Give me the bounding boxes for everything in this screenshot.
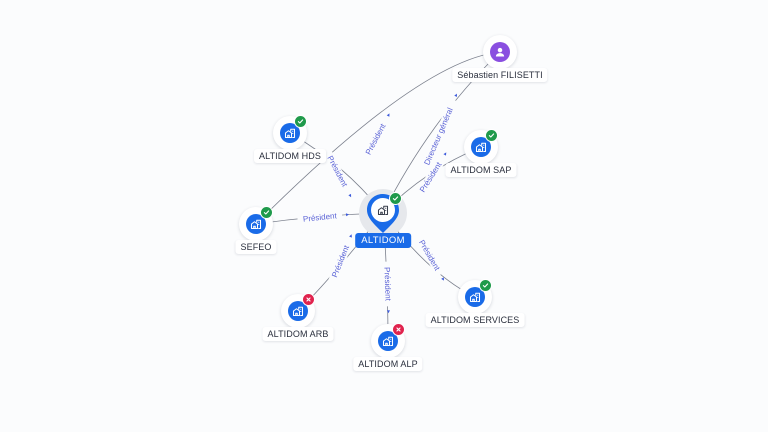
edge-label-group: Président <box>414 233 445 281</box>
person-node-filisetti[interactable]: Sébastien FILISETTI <box>452 35 548 82</box>
building-icon <box>465 287 485 307</box>
company-node-arb[interactable]: ALTIDOM ARB <box>262 293 334 341</box>
edge-label-group: Président <box>382 261 393 314</box>
edge-label-background <box>328 239 354 284</box>
edge-label: Président <box>303 211 338 224</box>
edge-label-background <box>322 149 352 194</box>
edge-direction-arrow-icon <box>454 93 458 97</box>
active-status-check-icon <box>260 206 273 219</box>
center-node-label[interactable]: ALTIDOM <box>355 233 411 248</box>
edge-direction-arrow-icon <box>349 234 352 238</box>
active-status-check-icon <box>389 192 402 205</box>
edge-label-background <box>361 117 391 162</box>
active-status-check-icon <box>294 115 307 128</box>
edge-label-background <box>414 233 445 277</box>
edge-label: Président <box>330 243 351 278</box>
edge-label-background <box>415 155 447 199</box>
edge-filisetti-sefeo <box>255 51 501 225</box>
edge-label: Président <box>325 154 349 189</box>
edge-label: Président <box>364 122 388 157</box>
node-label[interactable]: ALTIDOM ALP <box>353 357 423 371</box>
edge-label: Président <box>382 267 392 302</box>
edge-label-background <box>297 210 343 225</box>
node-label[interactable]: SEFEO <box>235 240 277 254</box>
node-label[interactable]: ALTIDOM ARB <box>262 327 334 341</box>
company-node-alp[interactable]: ALTIDOM ALP <box>353 323 423 371</box>
active-status-check-icon <box>479 279 492 292</box>
edge-label-background <box>382 261 393 307</box>
edge-label-group: Président <box>297 210 350 225</box>
node-label[interactable]: ALTIDOM SAP <box>445 163 517 177</box>
closed-status-cross-icon <box>392 323 405 336</box>
building-icon <box>378 331 398 351</box>
building-icon <box>246 214 266 234</box>
company-node-sap[interactable]: ALTIDOM SAP <box>445 129 517 177</box>
company-node-sefeo[interactable]: SEFEO <box>235 206 277 254</box>
edge-direction-arrow-icon <box>441 277 444 281</box>
active-status-check-icon <box>485 129 498 142</box>
company-node-services[interactable]: ALTIDOM SERVICES <box>425 279 525 327</box>
building-icon <box>375 202 391 218</box>
edge-label: Président <box>417 238 442 272</box>
person-icon <box>490 42 510 62</box>
building-icon <box>471 137 491 157</box>
edge-direction-arrow-icon <box>443 152 447 156</box>
edge-label-group: Président <box>322 149 352 198</box>
edge-label-group: Président <box>328 234 354 284</box>
company-node-hds[interactable]: ALTIDOM HDS <box>254 115 326 163</box>
building-icon <box>280 123 300 143</box>
building-icon <box>288 301 308 321</box>
edge-direction-arrow-icon <box>345 213 350 217</box>
edge-direction-arrow-icon <box>348 193 352 198</box>
node-label[interactable]: ALTIDOM SERVICES <box>425 313 525 327</box>
node-label[interactable]: ALTIDOM HDS <box>254 149 326 163</box>
edge-direction-arrow-icon <box>386 310 390 314</box>
node-label[interactable]: Sébastien FILISETTI <box>452 68 548 82</box>
edge-direction-arrow-icon <box>386 113 390 117</box>
closed-status-cross-icon <box>302 293 315 306</box>
edge-label-group: Président <box>361 113 391 162</box>
edge-label-background <box>419 98 459 175</box>
center-company-node[interactable]: ALTIDOM <box>355 189 411 248</box>
